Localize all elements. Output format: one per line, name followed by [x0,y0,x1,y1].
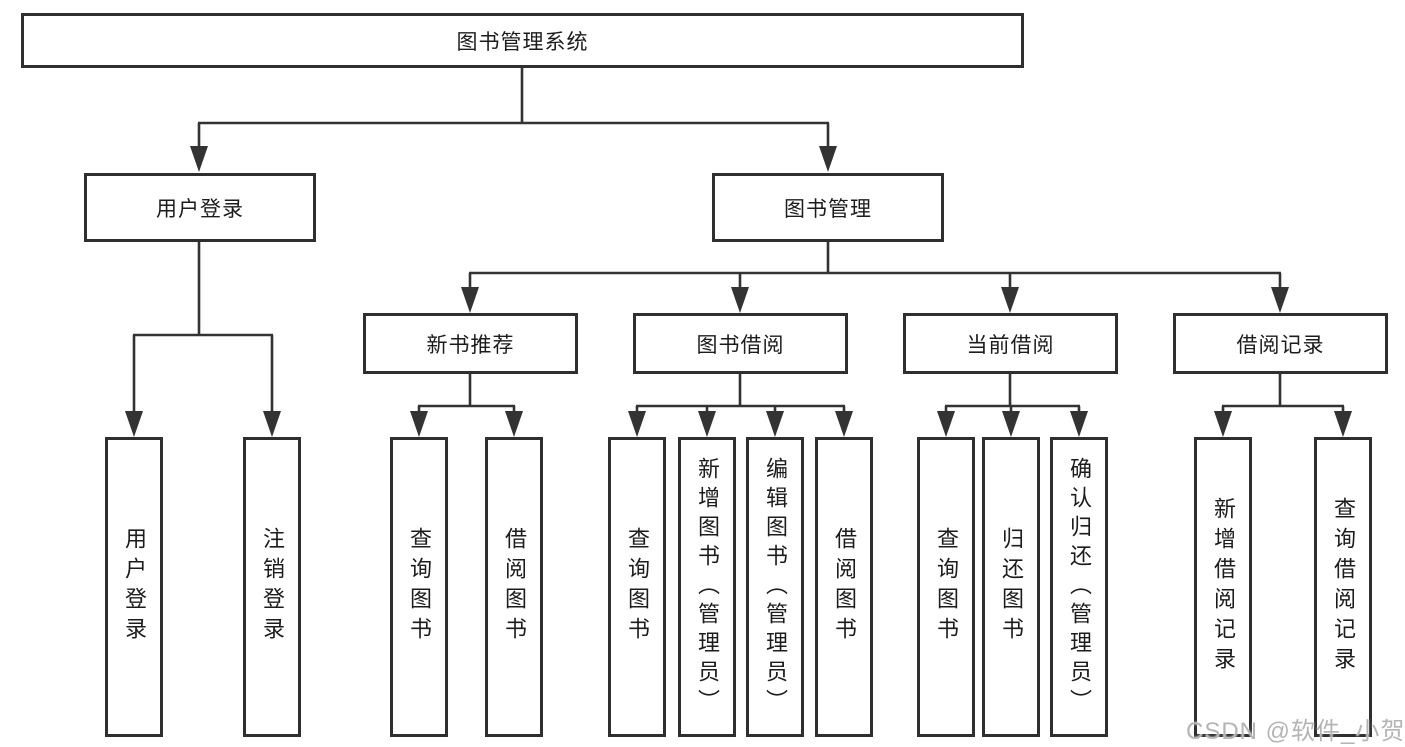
node-book-borrowing: 图书借阅 [633,313,848,374]
node-bb-add-books-admin: 新增图书（管理员） [678,437,736,737]
node-nb-query-books-label: 查询图书 [407,527,432,647]
node-root-label: 图书管理系统 [456,30,589,54]
node-nb-borrow-books-label: 借阅图书 [502,527,527,647]
node-nb-borrow-books: 借阅图书 [485,437,543,737]
node-bb-query-books-label: 查询图书 [625,527,650,647]
node-root: 图书管理系统 [21,13,1024,68]
node-br-add-record-label: 新增借阅记录 [1211,497,1236,677]
node-logout-action: 注销登录 [243,437,301,737]
node-current-borrowing: 当前借阅 [903,313,1118,374]
node-book-management: 图书管理 [712,173,944,242]
node-user-login-label: 用户登录 [156,197,244,221]
node-user-login-action-label: 用户登录 [122,527,147,647]
node-bb-edit-books-admin: 编辑图书（管理员） [746,437,804,737]
csdn-watermark: CSDN @软件_小贺同学 [1186,718,1405,745]
node-br-query-record: 查询借阅记录 [1314,437,1372,737]
node-bb-query-books: 查询图书 [608,437,666,737]
node-cb-confirm-return-admin: 确认归还（管理员） [1050,437,1108,737]
node-book-management-label: 图书管理 [784,197,872,221]
node-borrowing-records-label: 借阅记录 [1236,333,1325,357]
node-bb-borrow-books-label: 借阅图书 [832,527,857,647]
node-new-book-recommend: 新书推荐 [363,313,578,374]
node-cb-query-books: 查询图书 [917,437,975,737]
node-new-book-recommend-label: 新书推荐 [426,333,515,357]
node-user-login: 用户登录 [84,173,316,242]
node-logout-action-label: 注销登录 [260,527,285,647]
node-borrowing-records: 借阅记录 [1173,313,1388,374]
node-cb-query-books-label: 查询图书 [934,527,959,647]
node-nb-query-books: 查询图书 [390,437,448,737]
node-bb-borrow-books: 借阅图书 [815,437,873,737]
node-cb-return-books: 归还图书 [982,437,1040,737]
node-bb-add-books-admin-label: 新增图书（管理员） [695,456,720,718]
node-user-login-action: 用户登录 [105,437,163,737]
node-bb-edit-books-admin-label: 编辑图书（管理员） [763,456,788,718]
node-br-query-record-label: 查询借阅记录 [1331,497,1356,677]
node-br-add-record: 新增借阅记录 [1194,437,1252,737]
node-cb-return-books-label: 归还图书 [999,527,1024,647]
node-cb-confirm-return-admin-label: 确认归还（管理员） [1067,456,1092,718]
node-current-borrowing-label: 当前借阅 [966,333,1055,357]
node-book-borrowing-label: 图书借阅 [696,333,785,357]
